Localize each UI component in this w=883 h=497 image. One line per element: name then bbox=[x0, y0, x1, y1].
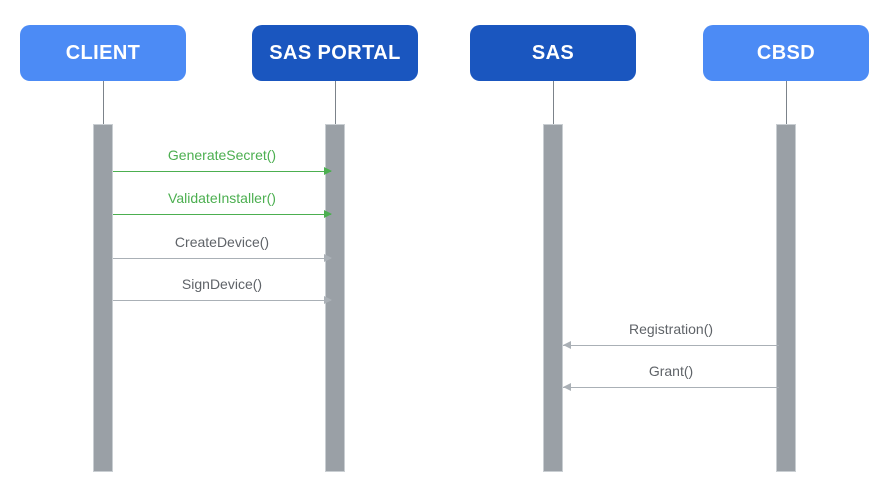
message-label-create-device: CreateDevice() bbox=[174, 234, 270, 250]
activation-bar-cbsd bbox=[776, 124, 796, 472]
message-line-sign-device bbox=[113, 300, 331, 301]
message-label-registration: Registration() bbox=[628, 321, 714, 337]
message-line-registration bbox=[563, 345, 779, 346]
activation-bar-client bbox=[93, 124, 113, 472]
message-label-grant: Grant() bbox=[648, 363, 694, 379]
message-arrowhead-validate-installer bbox=[324, 210, 332, 218]
lifeline-sas-portal bbox=[335, 81, 336, 129]
actor-sas[interactable]: SAS bbox=[470, 25, 636, 81]
lifeline-cbsd bbox=[786, 81, 787, 129]
actor-label-sas: SAS bbox=[531, 41, 575, 64]
message-arrowhead-sign-device bbox=[324, 296, 332, 304]
message-arrowhead-registration bbox=[563, 341, 571, 349]
message-line-validate-installer bbox=[113, 214, 331, 215]
actor-cbsd[interactable]: CBSD bbox=[703, 25, 869, 81]
message-line-generate-secret bbox=[113, 171, 331, 172]
message-label-generate-secret: GenerateSecret() bbox=[167, 147, 277, 163]
message-line-grant bbox=[563, 387, 779, 388]
actor-label-sas-portal: SAS PORTAL bbox=[269, 41, 401, 64]
lifeline-client bbox=[103, 81, 104, 129]
activation-bar-sas bbox=[543, 124, 563, 472]
actor-client[interactable]: CLIENT bbox=[20, 25, 186, 81]
message-arrowhead-generate-secret bbox=[324, 167, 332, 175]
message-arrowhead-create-device bbox=[324, 254, 332, 262]
actor-sas-portal[interactable]: SAS PORTAL bbox=[252, 25, 418, 81]
actor-label-client: CLIENT bbox=[65, 41, 141, 64]
lifeline-sas bbox=[553, 81, 554, 129]
actor-label-cbsd: CBSD bbox=[756, 41, 816, 64]
message-line-create-device bbox=[113, 258, 331, 259]
message-arrowhead-grant bbox=[563, 383, 571, 391]
message-label-validate-installer: ValidateInstaller() bbox=[168, 190, 276, 206]
message-label-sign-device: SignDevice() bbox=[181, 276, 263, 292]
